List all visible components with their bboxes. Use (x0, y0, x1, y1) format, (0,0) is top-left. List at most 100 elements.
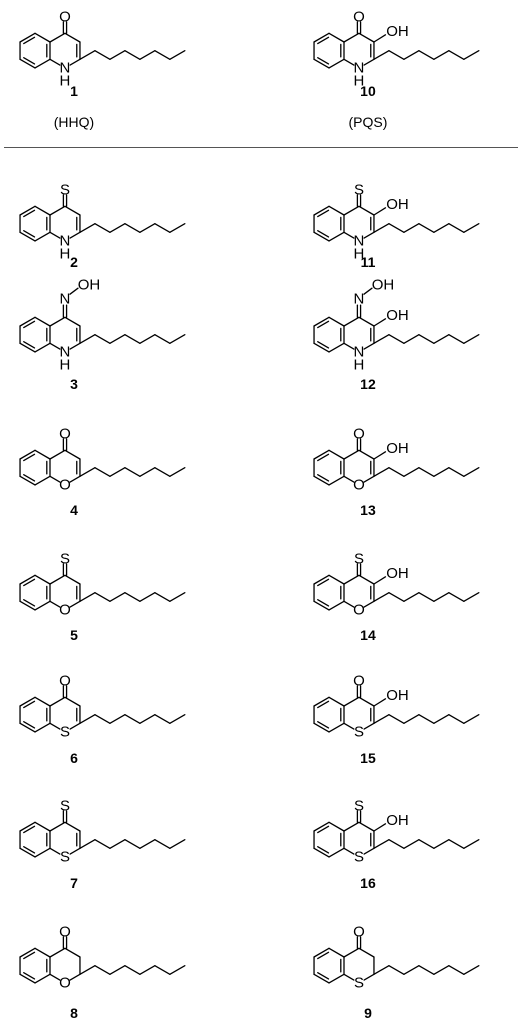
heteroatom-o: O (59, 601, 71, 618)
heptyl-chain-bond (388, 592, 405, 602)
ring-bond (64, 696, 81, 707)
hydroxyl-group: OH (386, 687, 409, 704)
benzene-bond (34, 32, 51, 43)
heptyl-chain-bond (154, 50, 171, 60)
ring-bond (358, 696, 375, 707)
heptyl-chain-bond (79, 714, 96, 724)
heptyl-chain-bond (388, 333, 405, 344)
nh-hydrogen: H (354, 245, 365, 262)
heptyl-chain-bond (154, 333, 171, 344)
benzene-bond (313, 342, 330, 353)
heptyl-chain-bond (94, 839, 111, 849)
benzene-double-bond (317, 36, 330, 45)
ring-bond (49, 205, 66, 216)
heteroatom-s: S (354, 974, 364, 991)
benzene-bond (34, 475, 51, 486)
benzene-bond (34, 231, 51, 242)
thiocarbonyl-sulfur: S (354, 181, 364, 198)
heptyl-chain-bond (79, 50, 96, 60)
compound-number: 1 (70, 83, 78, 99)
ring-bond (343, 32, 360, 43)
benzene-bond (313, 205, 330, 216)
ring-bond (358, 821, 375, 832)
heteroatom-s: S (354, 848, 364, 865)
ring-bond (49, 973, 61, 981)
heptyl-chain-bond (373, 50, 390, 60)
heptyl-chain-bond (448, 333, 465, 344)
benzene-bond (328, 58, 345, 69)
benzene-bond (34, 821, 51, 832)
ring-bond (343, 847, 355, 855)
benzene-bond (313, 947, 330, 958)
ring-bond (343, 821, 360, 832)
heptyl-chain-bond (109, 714, 126, 724)
benzene-double-bond (317, 578, 330, 587)
heptyl-chain-bond (139, 839, 156, 849)
ring-bond (363, 58, 375, 66)
carbonyl-oxygen: O (353, 923, 365, 940)
heptyl-chain-bond (448, 222, 465, 233)
ring-bond (49, 316, 66, 327)
heteroatom-n: N (354, 232, 365, 249)
compound-number: 2 (70, 254, 78, 270)
benzene-double-bond (23, 209, 36, 218)
hydroxyl-bond (373, 698, 387, 707)
benzene-double-bond (317, 599, 330, 607)
heptyl-chain-bond (124, 333, 141, 344)
heptyl-chain-bond (94, 965, 111, 975)
ring-bond (49, 231, 61, 239)
heptyl-chain-bond (433, 50, 450, 60)
heptyl-chain-bond (124, 839, 141, 849)
heptyl-chain-bond (139, 466, 156, 477)
compound-8: OO8 (19, 923, 186, 1021)
benzene-bond (19, 600, 36, 611)
heptyl-chain-bond (463, 592, 480, 602)
heptyl-chain-bond (463, 333, 480, 344)
benzene-double-bond (317, 972, 330, 980)
benzene-bond (34, 973, 51, 984)
benzene-double-bond (23, 700, 36, 709)
compound-number: 5 (70, 627, 78, 643)
oxime-hydroxyl: OH (78, 277, 101, 294)
benzene-bond (19, 947, 36, 958)
heptyl-chain-bond (403, 592, 420, 602)
heptyl-chain-bond (139, 714, 156, 724)
ring-bond (49, 847, 61, 855)
heptyl-chain-bond (403, 714, 420, 724)
heteroatom-s: S (60, 723, 70, 740)
oxime-n-o-bond (69, 287, 79, 295)
benzene-bond (19, 316, 36, 327)
ring-bond (363, 973, 375, 981)
benzene-double-bond (23, 951, 36, 960)
heptyl-chain-bond (403, 222, 420, 233)
benzene-bond (19, 32, 36, 43)
heptyl-chain-bond (169, 50, 186, 60)
heptyl-chain-bond (403, 333, 420, 344)
ring-bond (343, 574, 360, 585)
ring-bond (343, 722, 355, 730)
benzene-double-bond (317, 453, 330, 462)
heteroatom-n: N (60, 59, 71, 76)
heteroatom-o: O (59, 974, 71, 991)
benzene-bond (313, 449, 330, 460)
heteroatom-n: N (60, 232, 71, 249)
heptyl-chain-bond (109, 592, 126, 602)
thiocarbonyl-sulfur: S (60, 181, 70, 198)
heptyl-chain-bond (109, 222, 126, 233)
heptyl-chain-bond (388, 466, 405, 477)
ring-bond (69, 342, 81, 350)
compound-name: (HHQ) (54, 114, 94, 130)
heptyl-chain-bond (94, 333, 111, 344)
heteroatom-o: O (353, 476, 365, 493)
heptyl-chain-bond (109, 965, 126, 975)
compound-number: 9 (364, 1005, 372, 1021)
heptyl-chain-bond (154, 592, 171, 602)
heptyl-chain-bond (403, 50, 420, 60)
benzene-double-bond (317, 341, 330, 349)
